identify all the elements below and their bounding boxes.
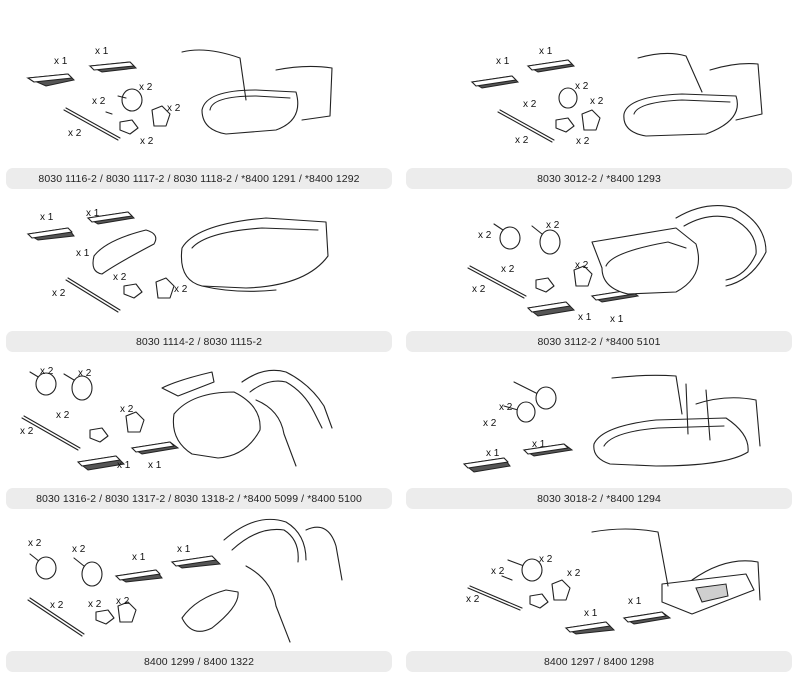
product-codes-caption: 8400 1299 / 8400 1322 — [6, 651, 392, 672]
quantity-label: x 2 — [590, 96, 604, 107]
quantity-label: x 2 — [140, 136, 154, 147]
product-panel-2: x 1 x 1 x 2 x 2 x 2 x 2 x 2 8030 3012-2 … — [406, 0, 792, 190]
parts-illustration — [467, 528, 761, 635]
quantity-label: x 1 — [86, 208, 100, 219]
quantity-label: x 1 — [486, 448, 500, 459]
quantity-label: x 1 — [76, 248, 90, 259]
quantity-label: x 2 — [113, 272, 127, 283]
product-panel-5: x 2 x 2 x 2 x 2 x 2 x 1 x 1 8030 1316-2 … — [6, 354, 392, 510]
quantity-label: x 2 — [575, 81, 589, 92]
product-codes-caption: 8030 3112-2 / *8400 5101 — [406, 331, 792, 352]
quantity-label: x 2 — [491, 566, 505, 577]
quantity-label: x 2 — [52, 288, 66, 299]
parts-illustration — [26, 211, 329, 313]
quantity-label: x 2 — [20, 426, 34, 437]
quantity-label: x 2 — [539, 554, 553, 565]
quantity-label: x 1 — [584, 608, 598, 619]
product-panel-7: x 2 x 2 x 1 x 1 x 2 x 2 x 2 8400 1299 / … — [6, 510, 392, 686]
quantity-label: x 1 — [177, 544, 191, 555]
quantity-label: x 2 — [478, 230, 492, 241]
parts-illustration — [470, 52, 763, 143]
quantity-label: x 2 — [515, 135, 529, 146]
product-panel-1: x 1 x 1 x 2 x 2 x 2 x 2 x 2 8030 1116-2 … — [6, 0, 392, 190]
product-codes-caption: 8030 1316-2 / 8030 1317-2 / 8030 1318-2 … — [6, 488, 392, 509]
parts-illustration — [467, 205, 767, 317]
quantity-label: x 2 — [546, 220, 560, 231]
quantity-label: x 2 — [139, 82, 153, 93]
quantity-label: x 2 — [174, 284, 188, 295]
quantity-label: x 2 — [501, 264, 515, 275]
quantity-label: x 2 — [472, 284, 486, 295]
quantity-label: x 2 — [567, 568, 581, 579]
quantity-label: x 2 — [576, 136, 590, 147]
product-codes-caption: 8030 3012-2 / *8400 1293 — [406, 168, 792, 189]
quantity-label: x 2 — [28, 538, 42, 549]
quantity-label: x 2 — [56, 410, 70, 421]
parts-illustration — [462, 374, 761, 473]
quantity-label: x 2 — [92, 96, 106, 107]
quantity-label: x 2 — [50, 600, 64, 611]
product-panel-6: x 2 x 2 x 1 x 1 8030 3018-2 / *8400 1294 — [406, 354, 792, 510]
quantity-label: x 2 — [116, 596, 130, 607]
quantity-label: x 1 — [54, 56, 68, 67]
quantity-label: x 1 — [496, 56, 510, 67]
quantity-label: x 2 — [88, 599, 102, 610]
quantity-label: x 2 — [120, 404, 134, 415]
product-codes-caption: 8030 1116-2 / 8030 1117-2 / 8030 1118-2 … — [6, 168, 392, 189]
quantity-label: x 2 — [466, 594, 480, 605]
parts-illustration — [21, 369, 333, 471]
quantity-label: x 2 — [68, 128, 82, 139]
quantity-label: x 2 — [78, 368, 92, 379]
product-panel-8: x 2 x 2 x 2 x 2 x 1 x 1 8400 1297 / 8400… — [406, 510, 792, 686]
product-panel-4: x 2 x 2 x 2 x 2 x 2 x 1 x 1 8030 3112-2 … — [406, 190, 792, 354]
quantity-label: x 1 — [539, 46, 553, 57]
quantity-label: x 1 — [148, 460, 162, 471]
quantity-label: x 2 — [575, 260, 589, 271]
quantity-label: x 1 — [40, 212, 54, 223]
product-codes-caption: 8030 3018-2 / *8400 1294 — [406, 488, 792, 509]
product-codes-caption: 8030 1114-2 / 8030 1115-2 — [6, 331, 392, 352]
quantity-label: x 2 — [40, 366, 54, 377]
quantity-label: x 1 — [578, 312, 592, 323]
parts-illustration — [27, 518, 343, 643]
quantity-label: x 1 — [95, 46, 109, 57]
product-codes-caption: 8400 1297 / 8400 1298 — [406, 651, 792, 672]
product-panel-3: x 1 x 1 x 1 x 2 x 2 x 2 8030 1114-2 / 80… — [6, 190, 392, 354]
quantity-label: x 1 — [117, 460, 131, 471]
quantity-label: x 1 — [532, 439, 546, 450]
quantity-label: x 2 — [523, 99, 537, 110]
quantity-label: x 2 — [167, 103, 181, 114]
quantity-label: x 2 — [499, 402, 513, 413]
quantity-label: x 2 — [483, 418, 497, 429]
quantity-label: x 2 — [72, 544, 86, 555]
quantity-label: x 1 — [628, 596, 642, 607]
quantity-label: x 1 — [132, 552, 146, 563]
parts-illustration — [26, 49, 333, 141]
quantity-label: x 1 — [610, 314, 624, 325]
